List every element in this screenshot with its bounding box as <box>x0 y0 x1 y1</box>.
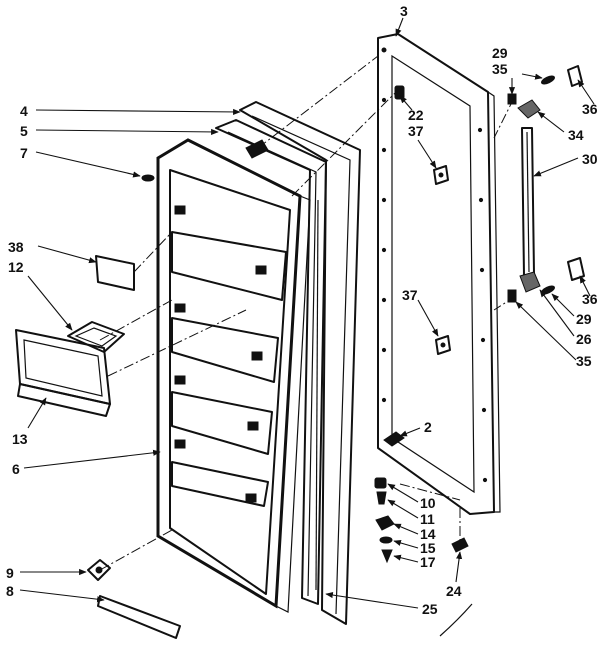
screw-part-10 <box>374 477 387 489</box>
callout-8: 8 <box>6 583 14 599</box>
callout-35-bottom: 35 <box>576 353 592 369</box>
callout-24: 24 <box>446 583 462 599</box>
door-handle-30 <box>517 99 541 293</box>
callout-11: 11 <box>420 511 435 527</box>
door-liner <box>156 138 311 613</box>
callout-29-bottom: 29 <box>576 311 592 327</box>
callout-4: 4 <box>20 103 28 119</box>
plug-37-lower <box>435 335 451 355</box>
callout-25: 25 <box>422 601 438 617</box>
cover-part-9 <box>87 559 111 581</box>
callout-6: 6 <box>12 461 20 477</box>
callout-37-lower: 37 <box>402 287 418 303</box>
tray-part-12 <box>67 321 125 353</box>
clip-part-2 <box>383 431 405 447</box>
callout-26: 26 <box>576 331 592 347</box>
callout-15: 15 <box>420 540 436 556</box>
cap-part-24 <box>451 537 469 553</box>
plug-37-upper <box>433 165 449 185</box>
callout-36-top: 36 <box>582 101 598 117</box>
callout-2: 2 <box>424 419 432 435</box>
callout-9: 9 <box>6 565 14 581</box>
panel-part-38 <box>95 255 135 291</box>
callout-29-top: 29 <box>492 45 508 61</box>
washer-part-15 <box>379 536 393 544</box>
callout-17: 17 <box>420 554 436 570</box>
callout-7: 7 <box>20 145 28 161</box>
callout-38: 38 <box>8 239 24 255</box>
shading-curve <box>439 603 473 637</box>
callout-37-upper: 37 <box>408 123 424 139</box>
strip-part-8 <box>97 595 181 639</box>
screw-part-7 <box>141 174 155 182</box>
callout-36-bottom: 36 <box>582 291 598 307</box>
bushing-part-11 <box>376 491 387 505</box>
callout-12: 12 <box>8 259 24 275</box>
door-bin-part-13 <box>15 329 111 417</box>
hinge-part-14 <box>375 515 395 531</box>
screw-part-29-top <box>541 75 555 85</box>
callout-labels: 3 4 5 7 22 37 29 35 36 34 30 38 12 37 36… <box>6 3 598 617</box>
callout-3: 3 <box>400 3 408 19</box>
callout-30: 30 <box>582 151 598 167</box>
door-gasket-outer <box>239 101 361 625</box>
assembly-lines <box>99 55 517 571</box>
callout-35-top: 35 <box>492 61 508 77</box>
callout-34: 34 <box>568 127 584 143</box>
callout-14: 14 <box>420 526 436 542</box>
leader-lines <box>19 17 595 609</box>
clip-part-36-bottom <box>567 257 585 281</box>
callout-10: 10 <box>420 495 436 511</box>
callout-22: 22 <box>408 107 424 123</box>
pin-part-17 <box>381 549 393 564</box>
callout-13: 13 <box>12 431 28 447</box>
plug-22 <box>394 85 405 100</box>
door-gasket-inner <box>215 119 327 605</box>
callout-5: 5 <box>20 123 28 139</box>
